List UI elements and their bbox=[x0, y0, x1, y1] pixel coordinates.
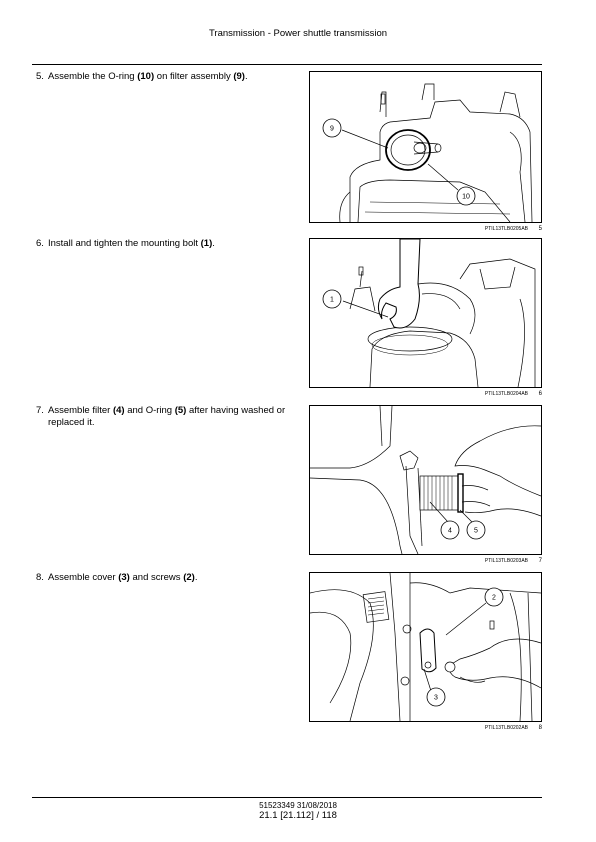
figure-8-illustration: 2 3 bbox=[309, 572, 542, 722]
step-8: 8. Assemble cover (3) and screws (2). bbox=[36, 572, 291, 584]
figure-code: PTIL13TLB0205AB bbox=[484, 226, 528, 232]
step-number: 5. bbox=[36, 71, 44, 82]
figure-number: 8 bbox=[538, 725, 542, 731]
footer-page-ref: 21.1 [21.112] / 118 bbox=[259, 810, 337, 821]
figure-7-caption: PTIL13TLB0203AB 7 bbox=[309, 558, 542, 564]
callout-5: 5 bbox=[474, 528, 478, 535]
callout-9: 9 bbox=[330, 126, 334, 133]
header-rule bbox=[32, 64, 542, 65]
figure-code: PTIL13TLB0204AB bbox=[484, 391, 528, 397]
step-text: Assemble cover (3) and screws (2). bbox=[48, 572, 198, 583]
figure-number: 7 bbox=[538, 558, 542, 564]
step-7: 7. Assemble filter (4) and O-ring (5) af… bbox=[36, 405, 291, 429]
footer-rule bbox=[32, 797, 542, 798]
figure-number: 5 bbox=[538, 226, 542, 232]
step-text: Assemble filter (4) and O-ring (5) after… bbox=[48, 405, 286, 428]
figure-7-illustration: 4 5 bbox=[309, 405, 542, 555]
callout-10: 10 bbox=[462, 194, 470, 201]
callout-3: 3 bbox=[434, 695, 438, 702]
figure-8-caption: PTIL13TLB0202AB 8 bbox=[309, 725, 542, 731]
step-text: Assemble the O-ring (10) on filter assem… bbox=[48, 71, 248, 82]
figure-code: PTIL13TLB0203AB bbox=[484, 558, 528, 564]
figure-5-caption: PTIL13TLB0205AB 5 bbox=[309, 226, 542, 232]
step-number: 8. bbox=[36, 572, 44, 583]
callout-1: 1 bbox=[330, 297, 334, 304]
callout-2: 2 bbox=[492, 595, 496, 602]
step-6: 6. Install and tighten the mounting bolt… bbox=[36, 238, 291, 250]
page-header-title: Transmission - Power shuttle transmissio… bbox=[208, 28, 388, 39]
step-number: 6. bbox=[36, 238, 44, 249]
figure-code: PTIL13TLB0202AB bbox=[484, 725, 528, 731]
footer-doc-ref: 51523349 31/08/2018 bbox=[259, 801, 337, 810]
step-5: 5. Assemble the O-ring (10) on filter as… bbox=[36, 71, 291, 83]
figure-6-illustration: 1 bbox=[309, 238, 542, 388]
figure-6-caption: PTIL13TLB0204AB 6 bbox=[309, 391, 542, 397]
figure-number: 6 bbox=[538, 391, 542, 397]
callout-4: 4 bbox=[448, 528, 452, 535]
figure-5-illustration: 9 10 bbox=[309, 71, 542, 223]
step-text: Install and tighten the mounting bolt (1… bbox=[48, 238, 215, 249]
step-number: 7. bbox=[36, 405, 44, 416]
